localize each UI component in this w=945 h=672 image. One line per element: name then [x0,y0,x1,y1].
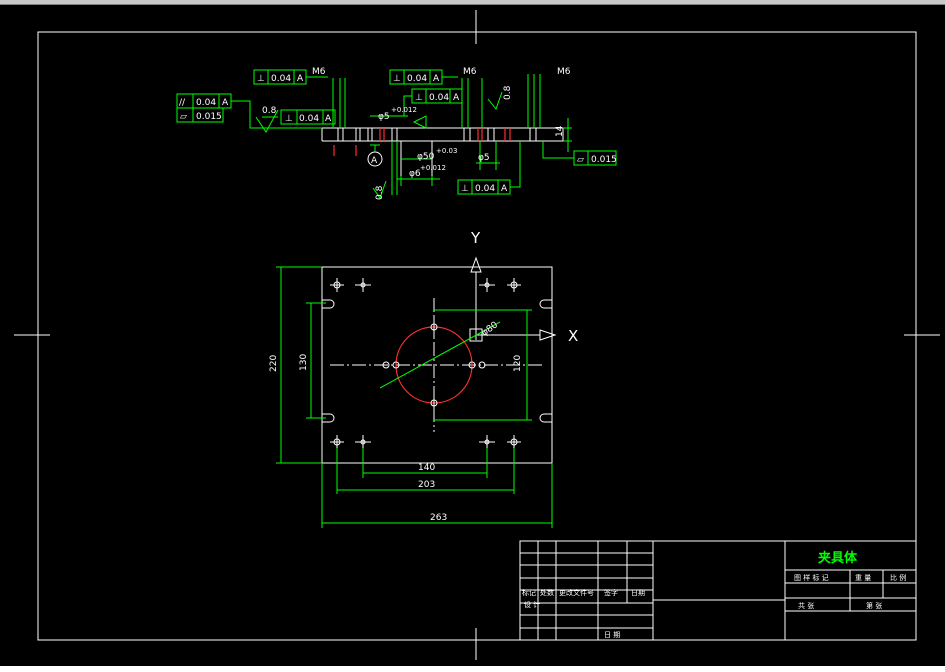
tb-label-scale: 比 例 [890,573,906,582]
bolt-holes [330,278,521,449]
section-holes [333,128,537,176]
tb-label-weight: 重 量 [855,574,871,582]
tolerance-frame-2: ⊥ 0.04 A [389,69,458,85]
window-top-bar [0,0,945,5]
roughness-symbol-1: 0.8 [255,106,279,133]
tolerance-frame-4: // 0.04 A [176,93,232,109]
dim-263: 263 [430,513,447,523]
dim-130: 130 [299,354,309,371]
tol7-value: 0.015 [591,155,617,165]
cad-drawing-canvas: ⊥ 0.04 A M6 ⊥ 0.04 A M6 M6 ⊥ 0.04 A [14,10,940,660]
plate-outline [321,266,553,464]
dimension-lines [276,266,553,528]
roughness-symbol-2: 0.8 [487,85,513,111]
tol3-datum: A [453,93,460,103]
window-bottom-bar [0,666,945,672]
plan-view: Y X φ80 [269,229,578,528]
phi6-label: φ6 [409,169,421,179]
tol1-symbol: ⊥ [257,74,265,84]
tol4-value: 0.04 [196,98,216,108]
dim-220: 220 [269,355,279,372]
tol2-symbol: ⊥ [393,74,401,84]
y-axis-label: Y [470,229,481,247]
section-view: ⊥ 0.04 A M6 ⊥ 0.04 A M6 M6 ⊥ 0.04 A [176,67,617,200]
tb-label-count: 处数 [540,588,554,597]
dim-140: 140 [418,463,435,473]
tol3-value: 0.04 [429,93,449,103]
roughness-value-1: 0.8 [262,106,277,116]
tb-label-design: 设 计 [524,600,540,609]
roughness-symbol-3: 0.8 [372,180,387,200]
thread-m6-b: M6 [463,67,477,77]
tb-label-changefile: 更改文件号 [559,588,594,597]
thickness-14: 14 [555,125,565,137]
tolerance-frame-1: ⊥ 0.04 A [253,69,328,85]
tol2-value: 0.04 [407,74,427,84]
tol2-datum: A [433,74,440,84]
datum-a: A [367,144,383,167]
tb-label-sheet-no: 第 张 [866,601,882,610]
phi5-label: φ5 [378,112,390,122]
x-axis-label: X [568,327,578,345]
tol7-symbol: ▱ [577,155,584,165]
tb-label-total-sheets: 共 张 [798,601,814,610]
part-name: 夹具体 [818,550,858,566]
phi5-tolerance: +0.012 [391,106,417,114]
tol6-value: 0.04 [299,114,319,124]
roughness-value-3: 0.8 [375,185,385,200]
phi50-tolerance: +0.03 [436,147,457,155]
thread-m6-a: M6 [312,67,326,77]
phi6-tolerance: +0.012 [420,164,446,172]
tb-label-sign: 签字 [604,588,618,597]
x-axis-arrow [539,329,557,341]
tolerance-frame-6: ⊥ 0.04 A [280,109,336,125]
tb-label-mark: 标记 [522,588,536,597]
tolerance-frame-3: ⊥ 0.04 A [403,88,463,116]
tol8-datum: A [501,184,508,194]
drawing-frame [14,10,940,660]
dim-phi80: φ80 [480,320,500,338]
dim-120: 120 [513,355,523,372]
tb-label-drawing-mark: 图 样 标 记 [794,573,829,582]
title-block: 夹具体 标记 处数 更改文件号 签字 日期 设 计 日 期 图 样 标 记 重 … [519,540,917,641]
tol4-datum: A [222,98,229,108]
tolerance-frame-8: ⊥ 0.04 A [457,170,521,195]
phi5-label-b: φ5 [478,153,490,163]
tol1-datum: A [297,74,304,84]
roughness-value-2: 0.8 [503,85,513,100]
tol4-symbol: // [179,98,186,108]
tol8-symbol: ⊥ [461,184,469,194]
tol6-symbol: ⊥ [285,114,293,124]
thread-m6-c: M6 [557,67,571,77]
tol1-value: 0.04 [271,74,291,84]
tb-label-date2: 日 期 [604,631,620,639]
tol8-value: 0.04 [475,184,495,194]
tolerance-frame-7: ▱ 0.015 [542,141,617,166]
edge-slots [322,299,552,423]
tol5-value: 0.015 [196,112,222,122]
datum-a-label: A [371,156,378,166]
dim-203: 203 [418,480,435,490]
tol5-symbol: ▱ [180,112,187,122]
phi50-label: φ50 [417,152,435,162]
tol3-symbol: ⊥ [415,93,423,103]
tb-label-date: 日期 [631,589,645,597]
tol6-datum: A [325,114,332,124]
tolerance-frame-5: ▱ 0.015 [176,100,322,129]
y-axis-arrow [470,256,482,273]
